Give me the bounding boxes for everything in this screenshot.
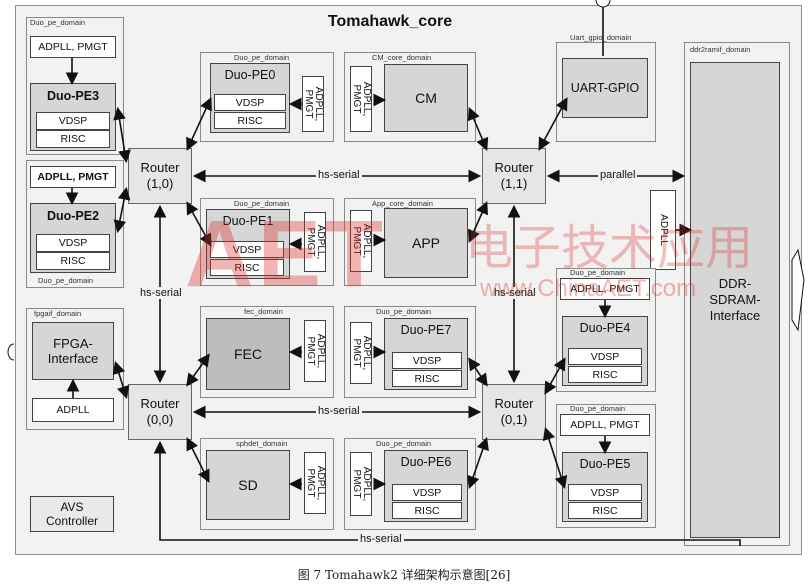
pe2-risc: RISC <box>36 252 110 270</box>
pe5-domain-label: Duo_pe_domain <box>570 404 626 413</box>
pe1-vdsp: VDSP <box>210 241 284 258</box>
aet-watermark: AET <box>185 201 387 307</box>
pe0-domain-label: Duo_pe_domain <box>234 53 290 62</box>
cm-block: CM <box>384 64 468 132</box>
url-watermark: www.ChinaAET.com <box>480 275 697 302</box>
hs-serial-bottom-label: hs-serial <box>358 533 404 545</box>
router-1-1: Router (1,1) <box>482 148 546 204</box>
hs-serial-left-label: hs-serial <box>138 287 184 299</box>
hs-serial-middle-label: hs-serial <box>316 405 362 417</box>
pe0-adpll-pmgt: ADPLL, PMGT <box>302 76 324 132</box>
pe3-adpll-pmgt: ADPLL, PMGT <box>30 36 116 58</box>
fpga-adpll: ADPLL <box>32 398 114 422</box>
fec-adpll-pmgt: ADPLL, PMGT <box>304 320 326 382</box>
fpga-interface: FPGA- Interface <box>32 322 114 380</box>
pe0-risc: RISC <box>214 112 286 129</box>
pe5-risc: RISC <box>568 502 642 519</box>
router-1-0: Router (1,0) <box>128 148 192 204</box>
avs-controller: AVS Controller <box>30 496 114 532</box>
app-domain-label: App_core_domain <box>372 199 433 208</box>
figure-caption: 图 7 Tomahawk2 详细架构示意图[26] <box>297 568 511 582</box>
pe4-adpll-pmgt: ADPLL, PMGT <box>560 278 650 300</box>
pe4-risc: RISC <box>568 366 642 383</box>
pe4-vdsp: VDSP <box>568 348 642 365</box>
pe6-risc: RISC <box>392 502 462 519</box>
pe1-title: Duo-PE1 <box>222 214 274 228</box>
hs-serial-top-label: hs-serial <box>316 169 362 181</box>
pe2-title: Duo-PE2 <box>46 209 100 223</box>
pe0-title: Duo-PE0 <box>224 68 276 82</box>
pe6-adpll-pmgt: ADPLL, PMGT <box>350 452 372 516</box>
ddr-domain-label: ddr2ramif_domain <box>690 45 751 54</box>
pe7-risc: RISC <box>392 370 462 387</box>
pe7-adpll-pmgt: ADPLL, PMGT <box>350 322 372 384</box>
cm-domain-label: CM_core_domain <box>372 53 432 62</box>
pe6-domain-label: Duo_pe_domain <box>376 439 432 448</box>
parallel-label: parallel <box>598 169 638 181</box>
router-0-0: Router (0,0) <box>128 384 192 440</box>
sd-domain-label: sphdet_domain <box>236 439 288 448</box>
pe3-vdsp: VDSP <box>36 112 110 130</box>
cn-watermark: 电子技术应用 <box>465 220 754 276</box>
pe6-vdsp: VDSP <box>392 484 462 501</box>
pe7-title: Duo-PE7 <box>400 323 452 337</box>
pe1-domain-label: Duo_pe_domain <box>234 199 290 208</box>
fec-domain-label: fec_domain <box>244 307 283 316</box>
router-0-1: Router (0,1) <box>482 384 546 440</box>
pe2-vdsp: VDSP <box>36 234 110 252</box>
pe7-domain-label: Duo_pe_domain <box>376 307 432 316</box>
pe5-title: Duo-PE5 <box>579 457 631 471</box>
ddr-sdram-interface: DDR- SDRAM- Interface <box>690 62 780 538</box>
pe7-vdsp: VDSP <box>392 352 462 369</box>
sd-adpll-pmgt: ADPLL, PMGT <box>304 452 326 514</box>
pe6-title: Duo-PE6 <box>400 455 452 469</box>
pe2-domain-label: Duo_pe_domain <box>38 276 94 285</box>
app-adpll-pmgt: ADPLL, PMGT <box>350 210 372 272</box>
sd-block: SD <box>206 450 290 520</box>
pe3-domain-label: Duo_pe_domain <box>30 18 86 27</box>
cm-adpll-pmgt: ADPLL, PMGT <box>350 66 372 132</box>
pe4-domain-label: Duo_pe_domain <box>570 268 626 277</box>
fpga-domain-label: fpgaif_domain <box>34 309 82 318</box>
uart-domain-label: Uart_gpio_domain <box>570 33 632 42</box>
pe3-title: Duo-PE3 <box>46 89 100 103</box>
app-block: APP <box>384 208 468 278</box>
ddr-adpll: ADPLL <box>650 190 676 270</box>
pe5-vdsp: VDSP <box>568 484 642 501</box>
diagram-title: Tomahawk_core <box>327 13 453 30</box>
uart-gpio-block: UART-GPIO <box>562 58 648 118</box>
pe1-risc: RISC <box>210 259 284 276</box>
pe0-vdsp: VDSP <box>214 94 286 111</box>
pe4-title: Duo-PE4 <box>579 321 631 335</box>
pe5-adpll-pmgt: ADPLL, PMGT <box>560 414 650 436</box>
pe2-adpll-pmgt: ADPLL, PMGT <box>30 166 116 188</box>
pe1-adpll-pmgt: ADPLL, PMGT <box>304 212 326 272</box>
pe3-risc: RISC <box>36 130 110 148</box>
hs-serial-right-label: hs-serial <box>492 287 538 299</box>
